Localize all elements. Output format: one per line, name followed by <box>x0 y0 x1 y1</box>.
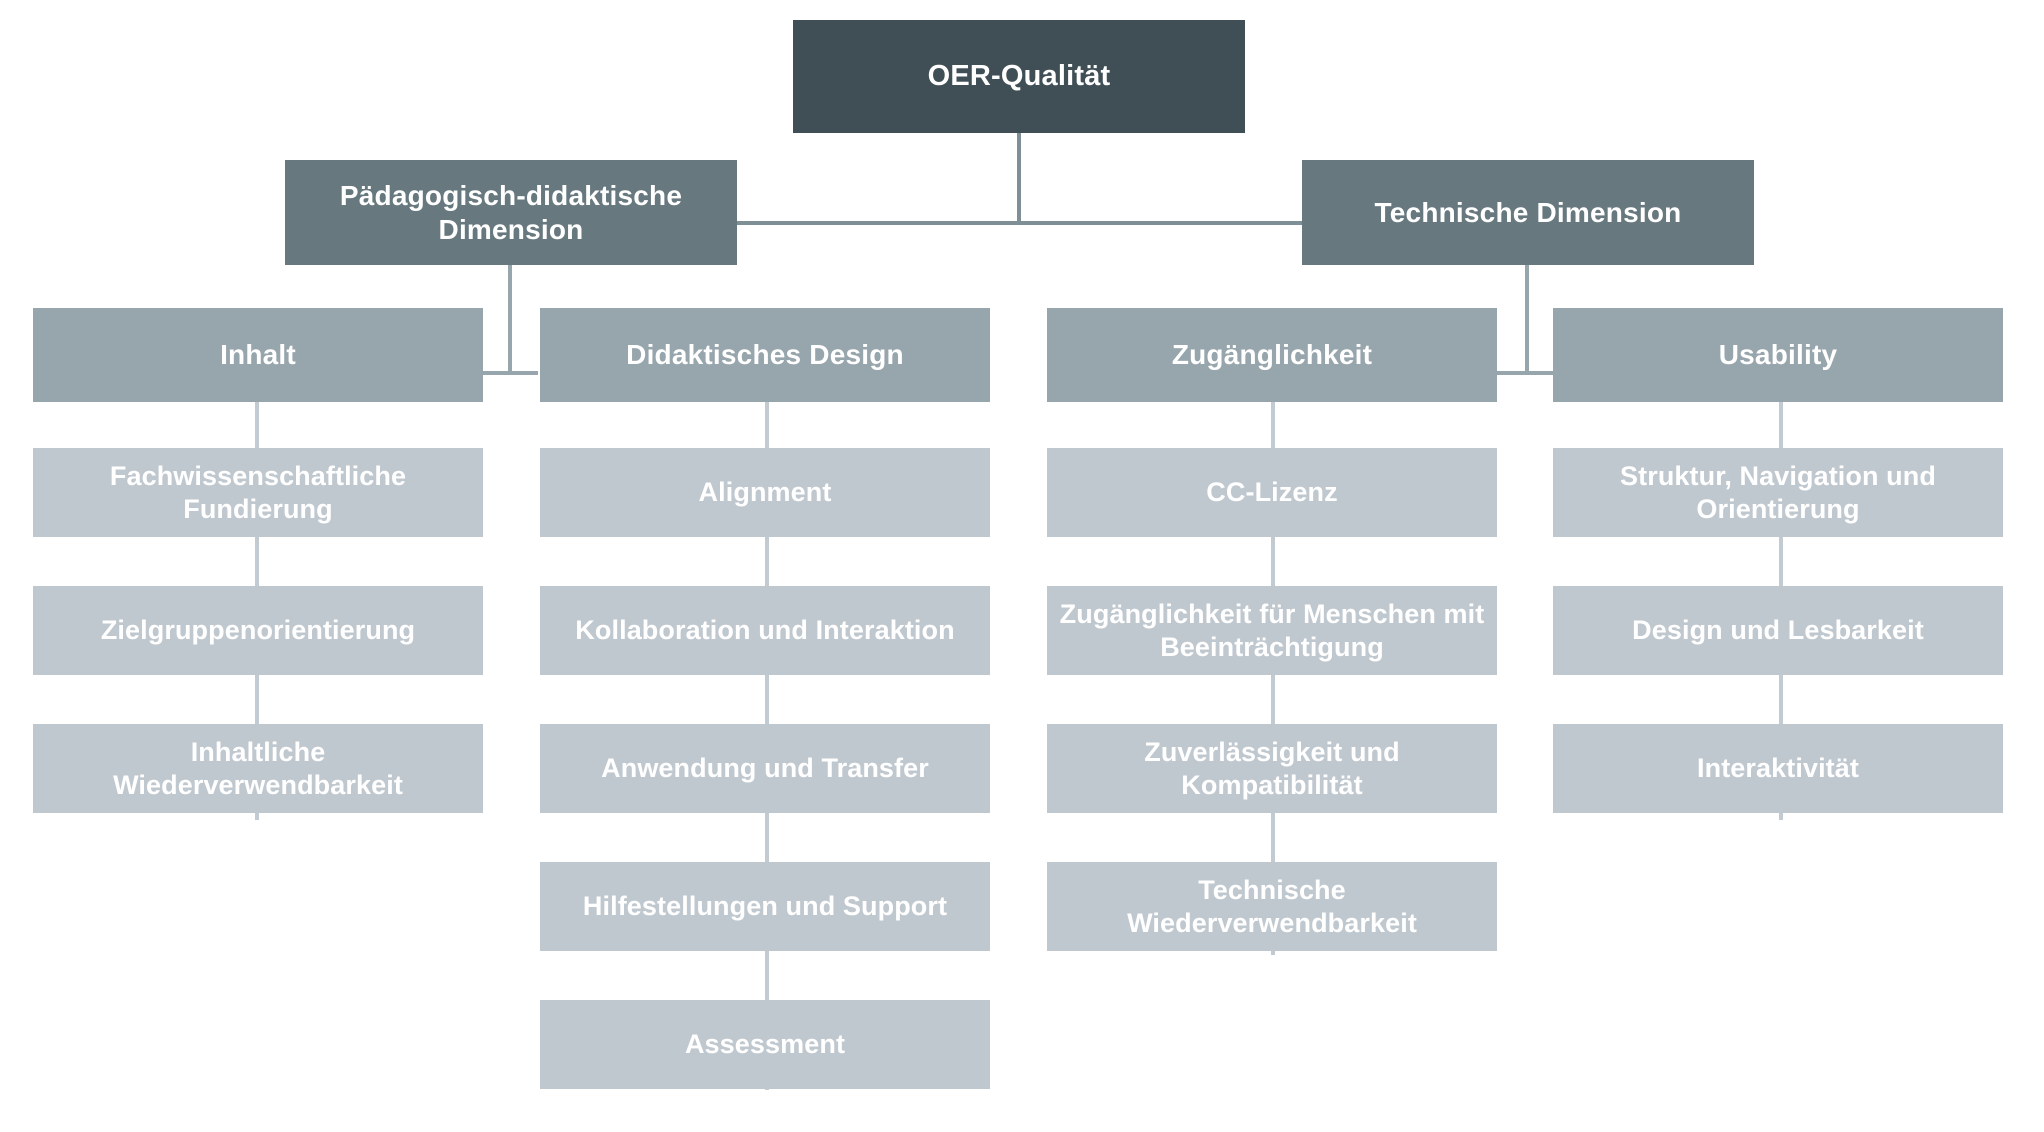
node-criterion[interactable]: CC-Lizenz <box>1047 448 1497 537</box>
node-criterion[interactable]: Hilfestellungen und Support <box>540 862 990 951</box>
node-criterion[interactable]: Zuverlässigkeit und Kompatibilität <box>1047 724 1497 813</box>
node-criterion[interactable]: Design und Lesbarkeit <box>1553 586 2003 675</box>
node-dimension-technisch[interactable]: Technische Dimension <box>1302 160 1754 265</box>
node-category-didaktisches-design[interactable]: Didaktisches Design <box>540 308 990 402</box>
node-root-oer-qualitaet[interactable]: OER-Qualität <box>793 20 1245 133</box>
node-criterion[interactable]: Interaktivität <box>1553 724 2003 813</box>
node-criterion[interactable]: Anwendung und Transfer <box>540 724 990 813</box>
node-criterion[interactable]: Technische Wiederverwendbarkeit <box>1047 862 1497 951</box>
node-category-usability[interactable]: Usability <box>1553 308 2003 402</box>
connector-dimensions-horizontal <box>733 221 1306 225</box>
node-criterion[interactable]: Zielgruppenorientierung <box>33 586 483 675</box>
connector-dim2-stem <box>1525 265 1529 374</box>
node-category-inhalt[interactable]: Inhalt <box>33 308 483 402</box>
node-criterion[interactable]: Inhaltliche Wiederverwendbarkeit <box>33 724 483 813</box>
node-criterion[interactable]: Fachwissenschaftliche Fundierung <box>33 448 483 537</box>
node-criterion[interactable]: Zugänglichkeit für Menschen mit Beeinträ… <box>1047 586 1497 675</box>
connector-spine-zugaenglichkeit <box>1271 400 1275 955</box>
connector-dim1-children-horizontal <box>480 371 538 375</box>
node-criterion[interactable]: Kollaboration und Interaktion <box>540 586 990 675</box>
connector-root-stem <box>1017 133 1021 223</box>
node-criterion[interactable]: Struktur, Navigation und Orientierung <box>1553 448 2003 537</box>
connector-dim2-children-horizontal <box>1496 371 1554 375</box>
node-category-zugaenglichkeit[interactable]: Zugänglichkeit <box>1047 308 1497 402</box>
node-dimension-paedagogisch-didaktisch[interactable]: Pädagogisch-didaktische Dimension <box>285 160 737 265</box>
node-criterion[interactable]: Alignment <box>540 448 990 537</box>
node-criterion[interactable]: Assessment <box>540 1000 990 1089</box>
connector-dim1-stem <box>508 265 512 374</box>
